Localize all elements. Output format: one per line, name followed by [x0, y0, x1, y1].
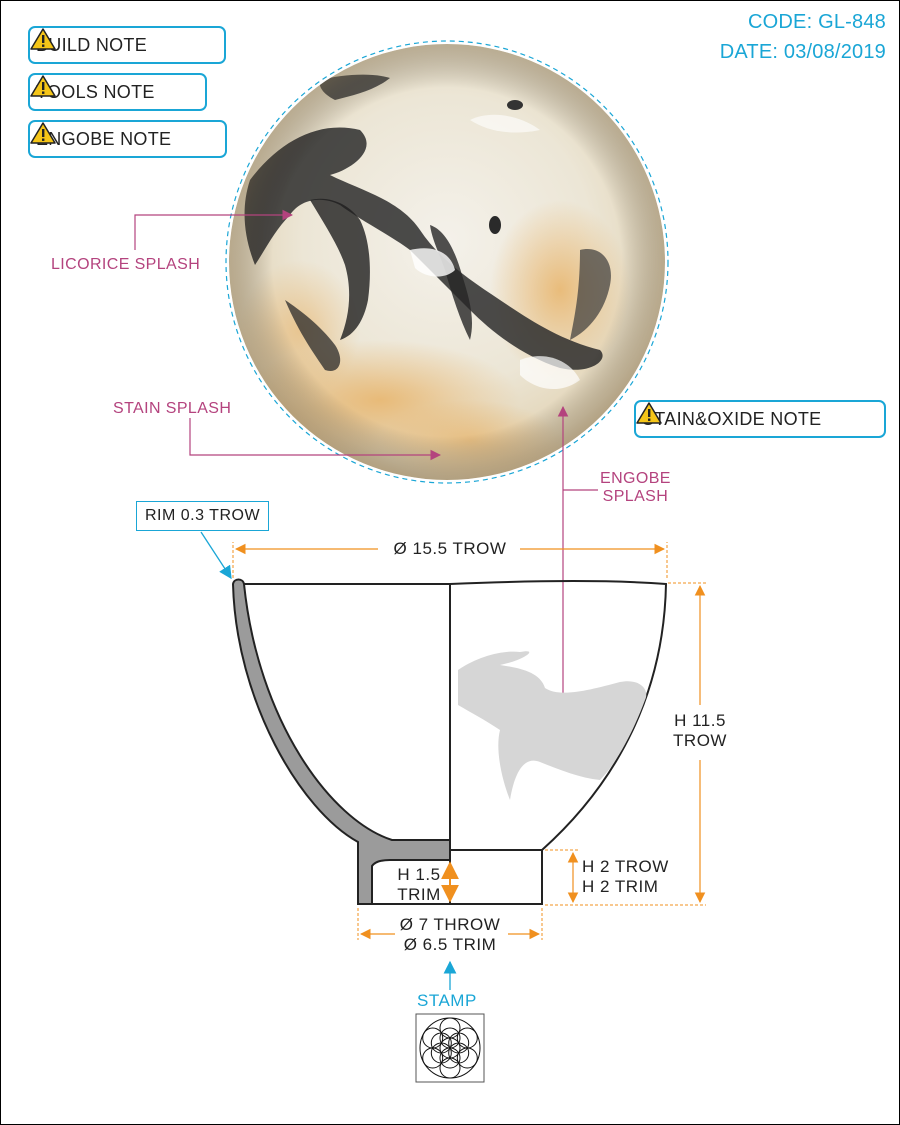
- engobe-splash-shape: [458, 651, 647, 800]
- flower-of-life-icon: [415, 1013, 485, 1083]
- tools-note-button[interactable]: TOOLS NOTE: [28, 73, 207, 111]
- top-diameter-label: Ø 15.5 TROW: [393, 539, 507, 558]
- foot-height-line1: H 2 TROW: [582, 857, 669, 876]
- foot-diameter-line1: Ø 7 THROW: [399, 915, 501, 934]
- dimension-lines: [232, 542, 706, 940]
- engobe-splash-line1: ENGOBE: [600, 470, 671, 487]
- inner-foot-height-line1: H 1.5: [397, 865, 441, 884]
- foot-height-line2: H 2 TRIM: [582, 877, 659, 896]
- inner-foot-height-line2: TRIM: [397, 885, 441, 904]
- stain-splash-label: STAIN SPLASH: [113, 400, 232, 417]
- stain-oxide-note-label: STAIN&OXIDE NOTE: [642, 408, 822, 429]
- rim-leader: [200, 531, 232, 580]
- tools-note-label: TOOLS NOTE: [36, 81, 155, 102]
- engobe-leader: [557, 405, 598, 720]
- warning-icon: [636, 402, 662, 424]
- warning-icon: [30, 28, 56, 50]
- engobe-splash-line2: SPLASH: [602, 488, 669, 505]
- foot-diameter-line2: Ø 6.5 TRIM: [403, 935, 497, 954]
- bowl-top-view: [225, 40, 669, 484]
- warning-icon: [30, 122, 56, 144]
- rim-thickness-callout: RIM 0.3 TROW: [136, 501, 270, 531]
- stain-oxide-note-button[interactable]: STAIN&OXIDE NOTE: [634, 400, 886, 438]
- total-height-label: H 11.5 TROW: [664, 711, 736, 751]
- inner-foot-height-label: H 1.5 TRIM: [392, 865, 446, 905]
- licorice-leader: [134, 209, 294, 250]
- engobe-note-button[interactable]: ENGOBE NOTE: [28, 120, 227, 158]
- bowl-wall-section: [231, 578, 451, 905]
- engobe-note-label: ENGOBE NOTE: [36, 128, 172, 149]
- stamp-label: STAMP: [417, 991, 477, 1010]
- foot-height-label: H 2 TROW H 2 TRIM: [582, 857, 669, 897]
- total-height-line2: TROW: [673, 731, 727, 750]
- foot-diameter-label: Ø 7 THROW Ø 6.5 TRIM: [380, 915, 520, 955]
- bowl-exterior-outline: [358, 579, 668, 905]
- warning-icon: [30, 75, 56, 97]
- total-height-line1: H 11.5: [674, 711, 726, 730]
- build-note-button[interactable]: BUILD NOTE: [28, 26, 226, 64]
- licorice-splash-label: LICORICE SPLASH: [51, 256, 201, 273]
- drawing-code: CODE: GL-848: [747, 11, 886, 33]
- drawing-date: DATE: 03/08/2019: [719, 41, 886, 63]
- engobe-splash-label: ENGOBE SPLASH: [600, 470, 671, 506]
- bowl-profile: [231, 578, 668, 905]
- stain-leader: [189, 418, 442, 461]
- build-note-label: BUILD NOTE: [36, 34, 148, 55]
